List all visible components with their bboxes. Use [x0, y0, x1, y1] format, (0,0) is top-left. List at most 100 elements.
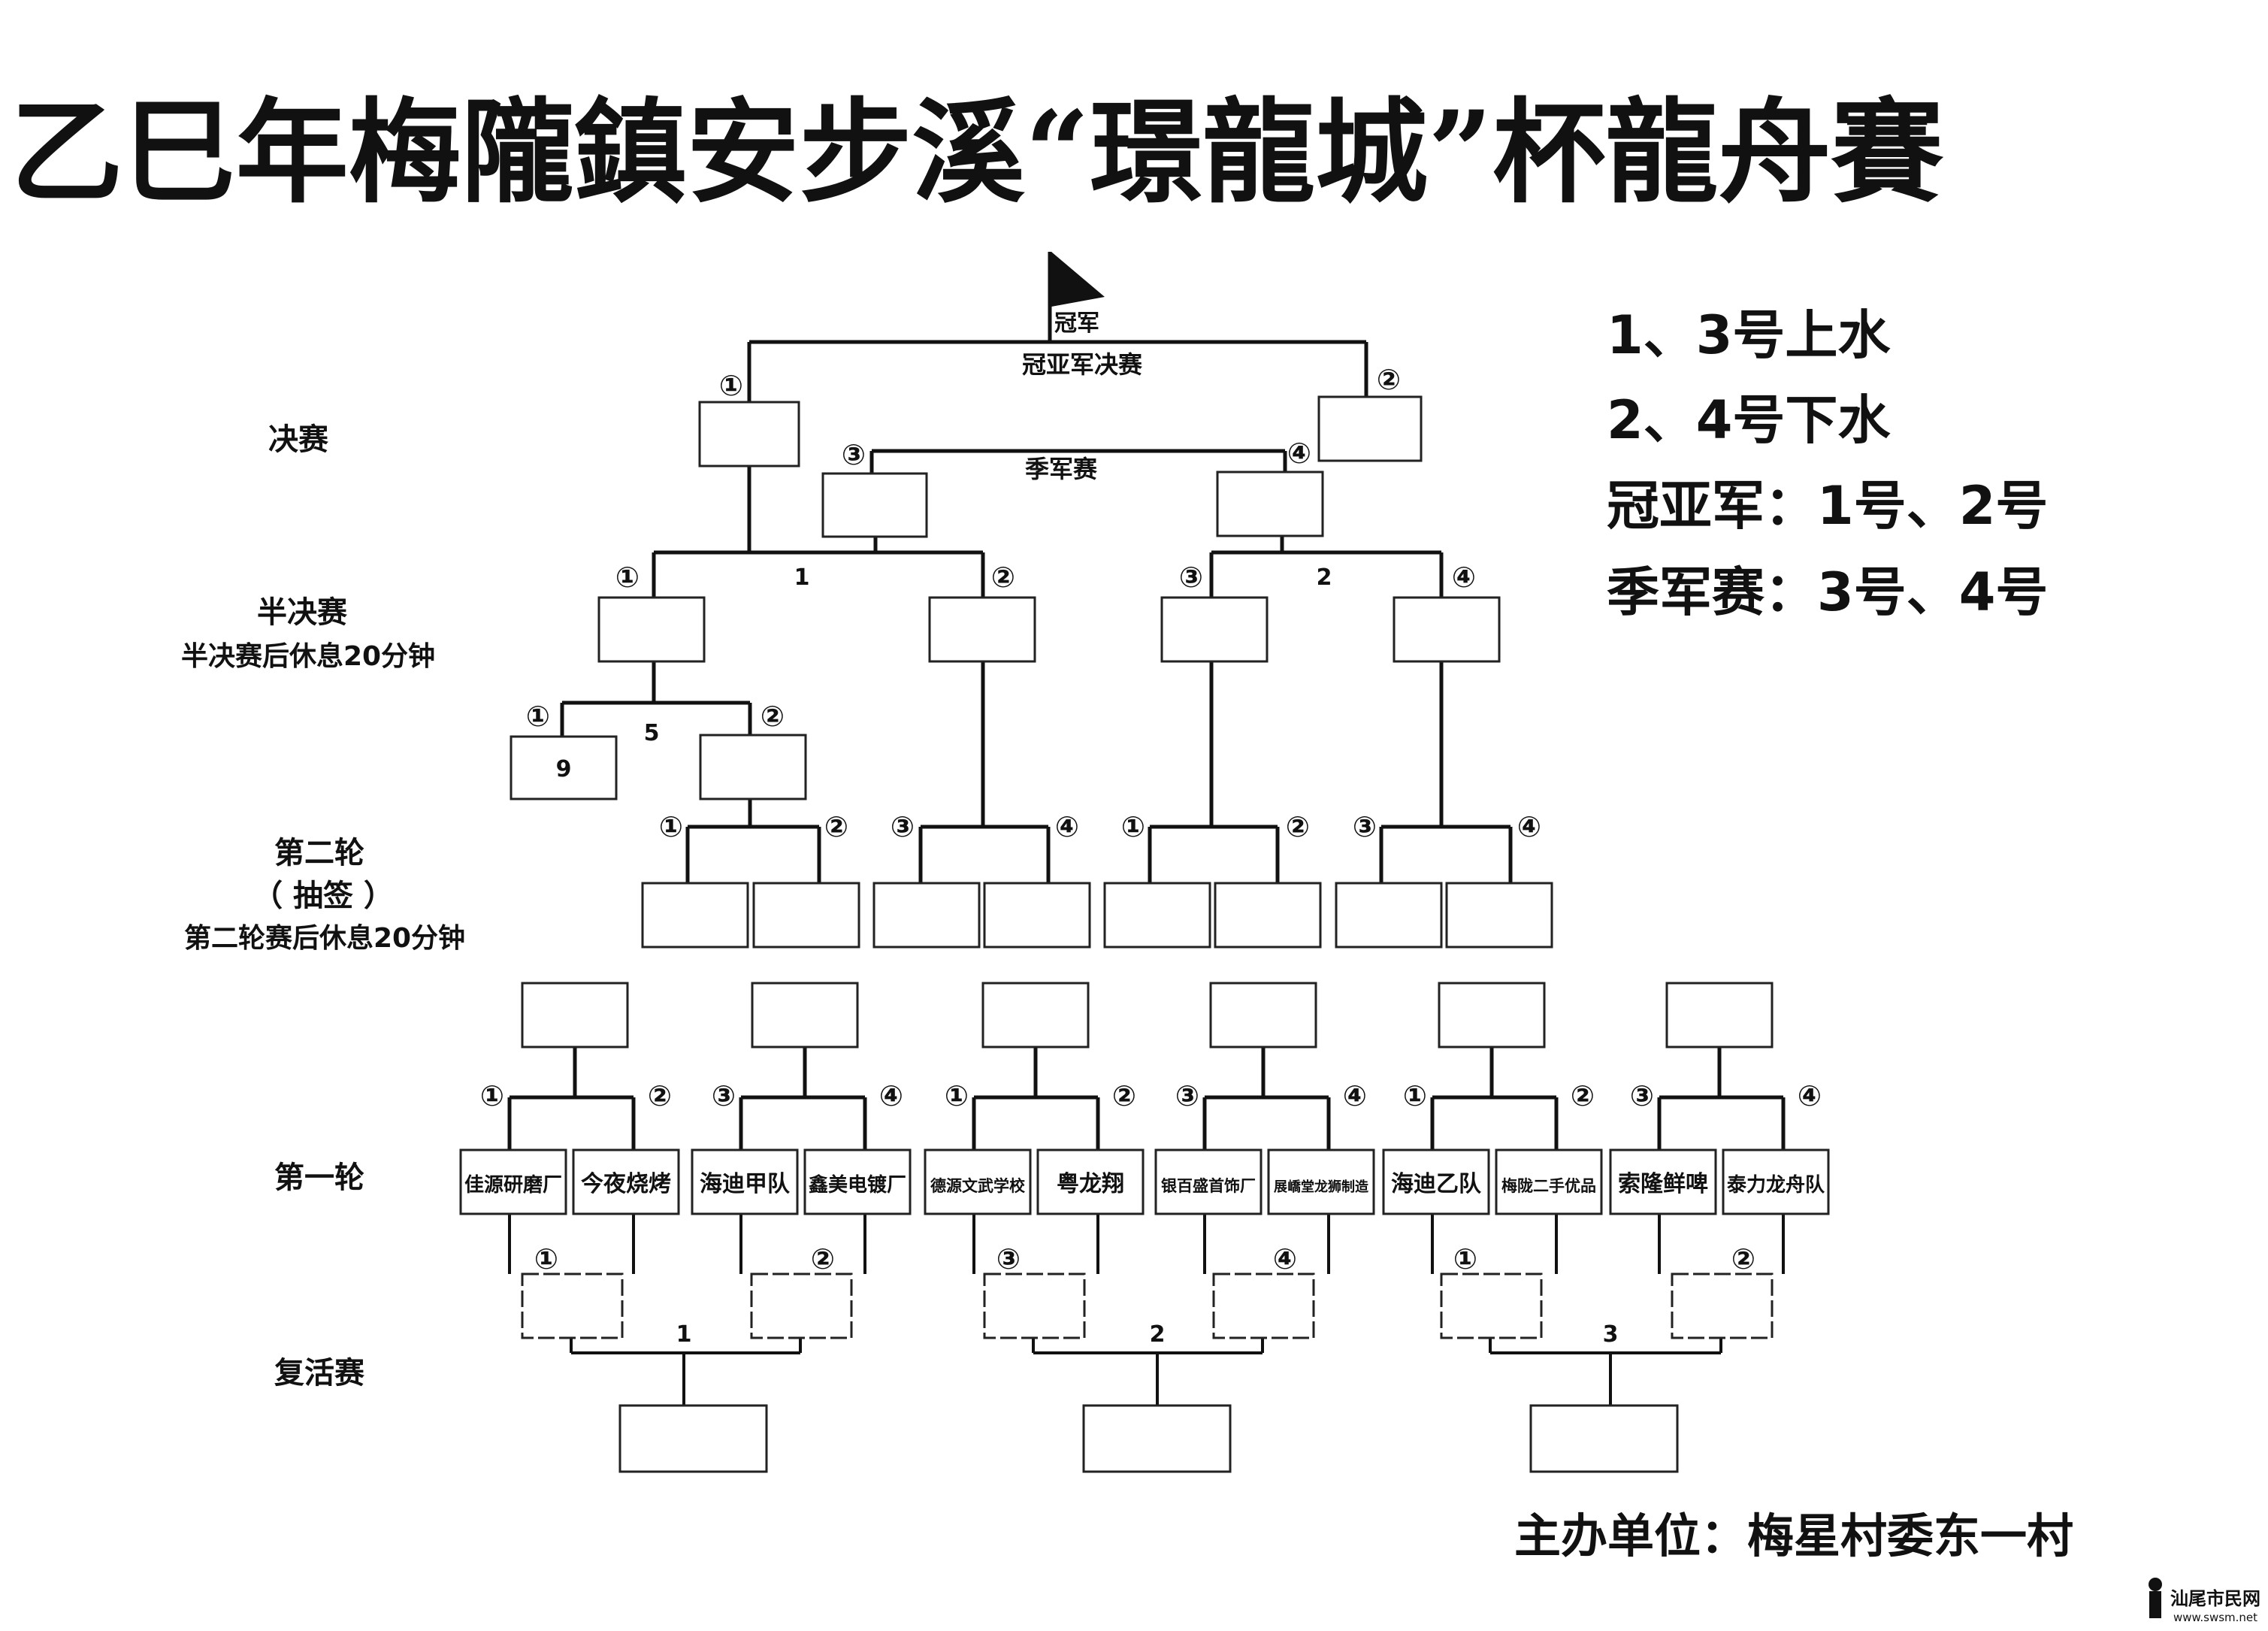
semi-match-2: 2 [1317, 564, 1332, 591]
round1-lane: ③ [1175, 1079, 1199, 1112]
repechage-match-number: 1 [676, 1321, 692, 1348]
team-name: 索隆鲜啤 [1618, 1171, 1708, 1197]
team-box [924, 1148, 1032, 1215]
round1-lane: ③ [712, 1079, 736, 1112]
repechage-match-number: 2 [1150, 1321, 1166, 1348]
round2-slot [1445, 882, 1553, 949]
final-lane-1: ① [719, 369, 743, 402]
round2-slot [872, 882, 981, 949]
repechage-lane: ① [534, 1242, 558, 1275]
round1-winner-slot [981, 982, 1090, 1048]
stage-round2: 第二轮 [274, 836, 364, 870]
team-box [1267, 1148, 1375, 1215]
round2-lane: ③ [891, 810, 915, 843]
stage-round2-note: 第二轮赛后休息20分钟 [184, 923, 465, 954]
stage-semi: 半决赛 [257, 595, 348, 630]
final-lane-2: ② [1377, 363, 1401, 396]
team-box [1154, 1148, 1263, 1215]
repechage-lane: ① [1453, 1242, 1477, 1275]
semi1-slot-1 [597, 596, 706, 663]
bracket-lines [507, 340, 1786, 1406]
watermark-logo: 汕尾市民网 www.swsm.net [2149, 1578, 2260, 1624]
team-name: 今夜烧烤 [581, 1171, 671, 1197]
team-name: 佳源研磨厂 [464, 1174, 562, 1197]
final-slot-2 [1317, 395, 1423, 462]
repechage-match-number: 3 [1603, 1321, 1619, 1348]
third-lane-4: ④ [1287, 437, 1311, 470]
stage-repechage: 复活赛 [274, 1356, 365, 1390]
round2-slot [1214, 882, 1322, 949]
round2-lane: ② [1286, 810, 1310, 843]
semi1-lane-2: ② [991, 561, 1015, 594]
third-place-match-label: 季军赛 [1025, 455, 1098, 483]
rule-line-1: 1、3号上水 [1607, 304, 1891, 366]
repechage-lane: ② [1731, 1242, 1755, 1275]
repechage-winner-slot [618, 1404, 768, 1473]
round1-winner-slot [521, 982, 629, 1048]
semi2-slot-4 [1393, 596, 1501, 663]
semi2-lane-4: ④ [1452, 561, 1476, 594]
stage-semi-note: 半决赛后休息20分钟 [181, 641, 435, 672]
semi2-slot-3 [1160, 596, 1269, 663]
watermark-url: www.swsm.net [2173, 1611, 2257, 1624]
repechage-slot [521, 1272, 624, 1339]
repechage-slot [750, 1272, 853, 1339]
page-title: 乙巳年梅隴鎮安步溪“璟龍城”杯龍舟賽 [11, 86, 1944, 219]
team-box [459, 1148, 567, 1215]
team-name: 展嶠堂龙狮制造 [1274, 1179, 1368, 1195]
round1-lane: ① [945, 1079, 969, 1112]
round1-winner-slot [1209, 982, 1317, 1048]
round2-slot [983, 882, 1091, 949]
round1-lane: ① [1403, 1079, 1427, 1112]
team-name: 梅陇二手优品 [1501, 1177, 1596, 1195]
team-box [1382, 1148, 1490, 1215]
repechage-slot [1212, 1272, 1315, 1339]
semi1-lane-1: ① [615, 561, 640, 594]
team-box [1495, 1148, 1603, 1215]
round1-lane: ② [648, 1079, 672, 1112]
team-box [803, 1148, 912, 1215]
round2-slot [1335, 882, 1443, 949]
round1-winner-slot [751, 982, 859, 1048]
team-box [1036, 1148, 1145, 1215]
box-value-9: 9 [556, 756, 572, 782]
bracket-boxes [459, 395, 1830, 1473]
round2-slot [752, 882, 860, 949]
extra-slot-1 [510, 735, 618, 800]
repechage-slot [1671, 1272, 1774, 1339]
extra-match-5: 5 [644, 720, 660, 746]
extra-slot-2 [699, 734, 807, 800]
round1-lane: ② [1112, 1079, 1136, 1112]
final-match-label: 冠亚军决赛 [1022, 350, 1143, 379]
team-name: 泰力龙舟队 [1727, 1174, 1825, 1197]
round1-winner-slot [1665, 982, 1774, 1048]
round1-lane: ④ [1798, 1079, 1822, 1112]
rule-line-4: 季军赛：3号、4号 [1607, 561, 2048, 623]
repechage-lane: ③ [996, 1242, 1021, 1275]
repechage-winner-slot [1529, 1404, 1679, 1473]
team-box [572, 1148, 680, 1215]
team-name: 粤龙翔 [1057, 1171, 1124, 1197]
team-box [1722, 1148, 1830, 1215]
round1-lane: ③ [1630, 1079, 1654, 1112]
semi2-lane-3: ③ [1179, 561, 1203, 594]
organizer: 主办单位：梅星村委东一村 [1514, 1508, 2073, 1563]
stage-final: 决赛 [268, 422, 329, 457]
team-name: 德源文武学校 [930, 1177, 1026, 1195]
third-slot-4 [1216, 471, 1324, 537]
team-names: 9佳源研磨厂今夜烧烤海迪甲队鑫美电镀厂德源文武学校粤龙翔银百盛首饰厂展嶠堂龙狮制… [464, 756, 1825, 1197]
repechage-slot [983, 1272, 1086, 1339]
rule-line-3: 冠亚军：1号、2号 [1607, 475, 2048, 537]
round2-lane: ① [1121, 810, 1145, 843]
flag-icon [1048, 252, 1105, 342]
final-slot-1 [698, 401, 800, 468]
rule-line-2: 2、4号下水 [1607, 389, 1891, 451]
round1-winner-slot [1438, 982, 1546, 1048]
team-box [691, 1148, 799, 1215]
round1-lane: ① [480, 1079, 504, 1112]
third-slot-3 [821, 472, 928, 538]
round1-lane: ④ [879, 1079, 903, 1112]
